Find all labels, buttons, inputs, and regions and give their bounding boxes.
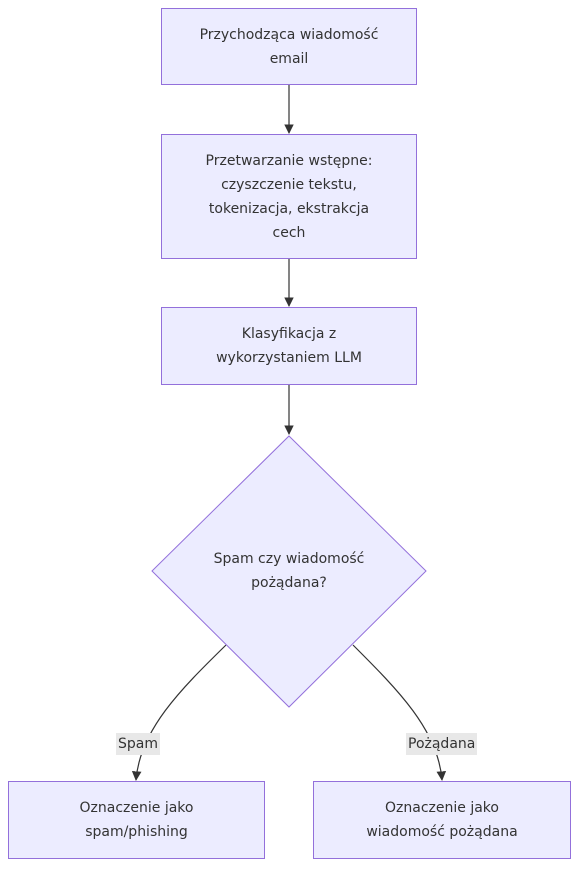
node-mark-legit: Oznaczenie jako wiadomość pożądana xyxy=(313,781,571,859)
edge-label-legit: Pożądana xyxy=(406,733,478,755)
decision-label: Spam czy wiadomość pożądana? xyxy=(213,551,365,591)
node-llm-classification: Klasyfikacja z wykorzystaniem LLM xyxy=(161,307,417,385)
node-preprocessing-label: Przetwarzanie wstępne: czyszczenie tekst… xyxy=(205,152,373,241)
node-incoming-email-label: Przychodząca wiadomość email xyxy=(199,26,379,67)
decision-diamond xyxy=(151,435,427,708)
edge-label-spam: Spam xyxy=(116,733,160,755)
node-preprocessing: Przetwarzanie wstępne: czyszczenie tekst… xyxy=(161,134,417,259)
edge-decision-to-legit xyxy=(352,644,447,781)
node-mark-legit-label: Oznaczenie jako wiadomość pożądana xyxy=(366,800,518,840)
node-mark-spam: Oznaczenie jako spam/phishing xyxy=(8,781,265,859)
node-incoming-email: Przychodząca wiadomość email xyxy=(161,8,417,85)
edge-decision-to-spam xyxy=(131,644,227,781)
node-llm-classification-label: Klasyfikacja z wykorzystaniem LLM xyxy=(216,326,362,366)
node-mark-spam-label: Oznaczenie jako spam/phishing xyxy=(79,800,194,840)
